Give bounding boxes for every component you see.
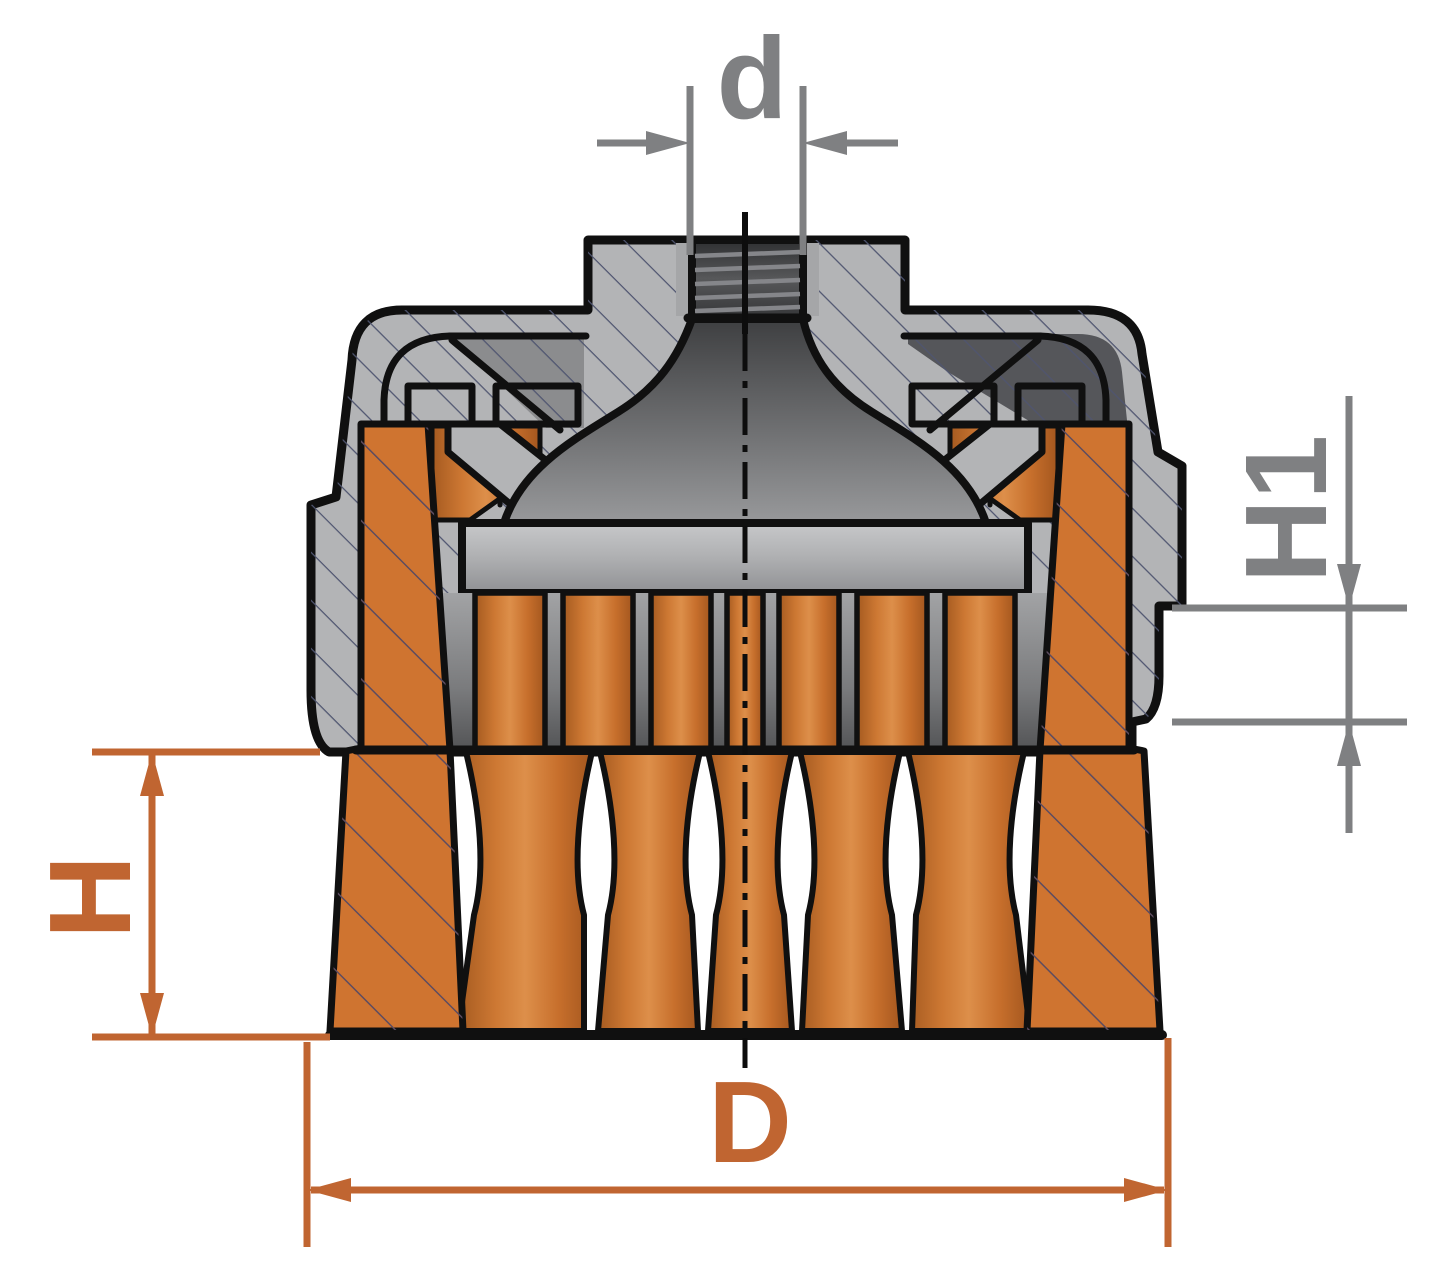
wire-wedge-right-hatching <box>1027 424 1160 1031</box>
big-d-arrow-right <box>1124 1178 1168 1202</box>
big-d-label: D <box>708 1057 792 1187</box>
wire-tuft <box>455 749 595 1034</box>
wire-tuft <box>797 749 905 1034</box>
wire-wedge-left-hatching <box>330 424 463 1031</box>
wire-tuft <box>776 590 842 755</box>
dimension-d: d <box>597 13 898 255</box>
h1-arrow-upper <box>1337 564 1361 608</box>
d-arrow-right <box>803 131 847 155</box>
wire-tuft <box>705 749 795 1034</box>
inner-corner-line-left <box>380 332 454 428</box>
dimension-h: H <box>25 748 330 1041</box>
h-label: H <box>25 855 155 939</box>
h-arrow-upper <box>140 752 164 796</box>
h-arrow-lower <box>140 993 164 1037</box>
h1-label: H1 <box>1221 435 1351 583</box>
dimension-big-d: D <box>303 1038 1172 1247</box>
wire-tuft <box>472 590 548 755</box>
wire-tuft <box>648 590 714 755</box>
clamp-ring-left-outer <box>404 382 476 428</box>
shell-fold-lines <box>380 332 1110 434</box>
wire-tuft <box>595 749 703 1034</box>
clamp-ring-left-inner <box>492 382 582 428</box>
clamp-ring-right-outer <box>1014 382 1086 428</box>
clamp-ring-right-inner <box>908 382 998 428</box>
big-d-arrow-left <box>307 1178 351 1202</box>
wire-tufts-upper <box>472 590 1018 755</box>
dimension-h1: H1 <box>1172 396 1407 833</box>
d-arrow-left <box>646 131 690 155</box>
wire-tuft <box>854 590 930 755</box>
wire-tuft <box>942 590 1018 755</box>
h1-arrow-lower <box>1337 722 1361 766</box>
wire-tuft <box>560 590 636 755</box>
inner-corner-line-right <box>1036 332 1110 428</box>
wire-tuft <box>905 749 1033 1034</box>
d-label: d <box>717 13 788 143</box>
